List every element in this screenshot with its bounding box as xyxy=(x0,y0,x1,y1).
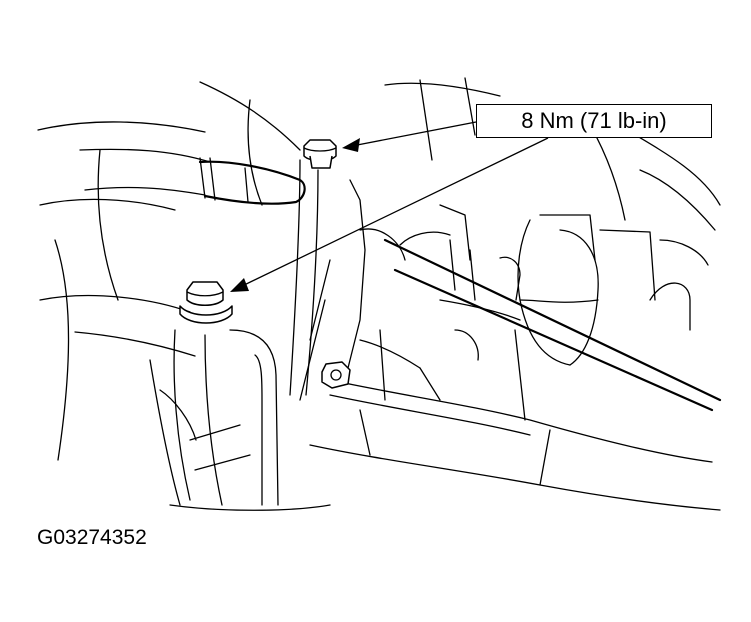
right-housing xyxy=(384,77,721,421)
lower-bolt xyxy=(179,281,233,324)
lower-nut xyxy=(321,361,351,389)
torque-callout-box: 8 Nm (71 lb-in) xyxy=(476,104,712,138)
torque-label: 8 Nm (71 lb-in) xyxy=(521,108,667,133)
lower-case xyxy=(309,329,721,511)
left-housing xyxy=(37,81,301,506)
upper-bolt xyxy=(303,139,337,169)
center-bracket xyxy=(289,159,471,401)
leader-arrows xyxy=(230,121,549,292)
upper-hose xyxy=(79,148,306,205)
shift-cable xyxy=(383,231,722,412)
figure-id-label: G03274352 xyxy=(37,526,147,549)
lower-bracket xyxy=(159,329,331,511)
